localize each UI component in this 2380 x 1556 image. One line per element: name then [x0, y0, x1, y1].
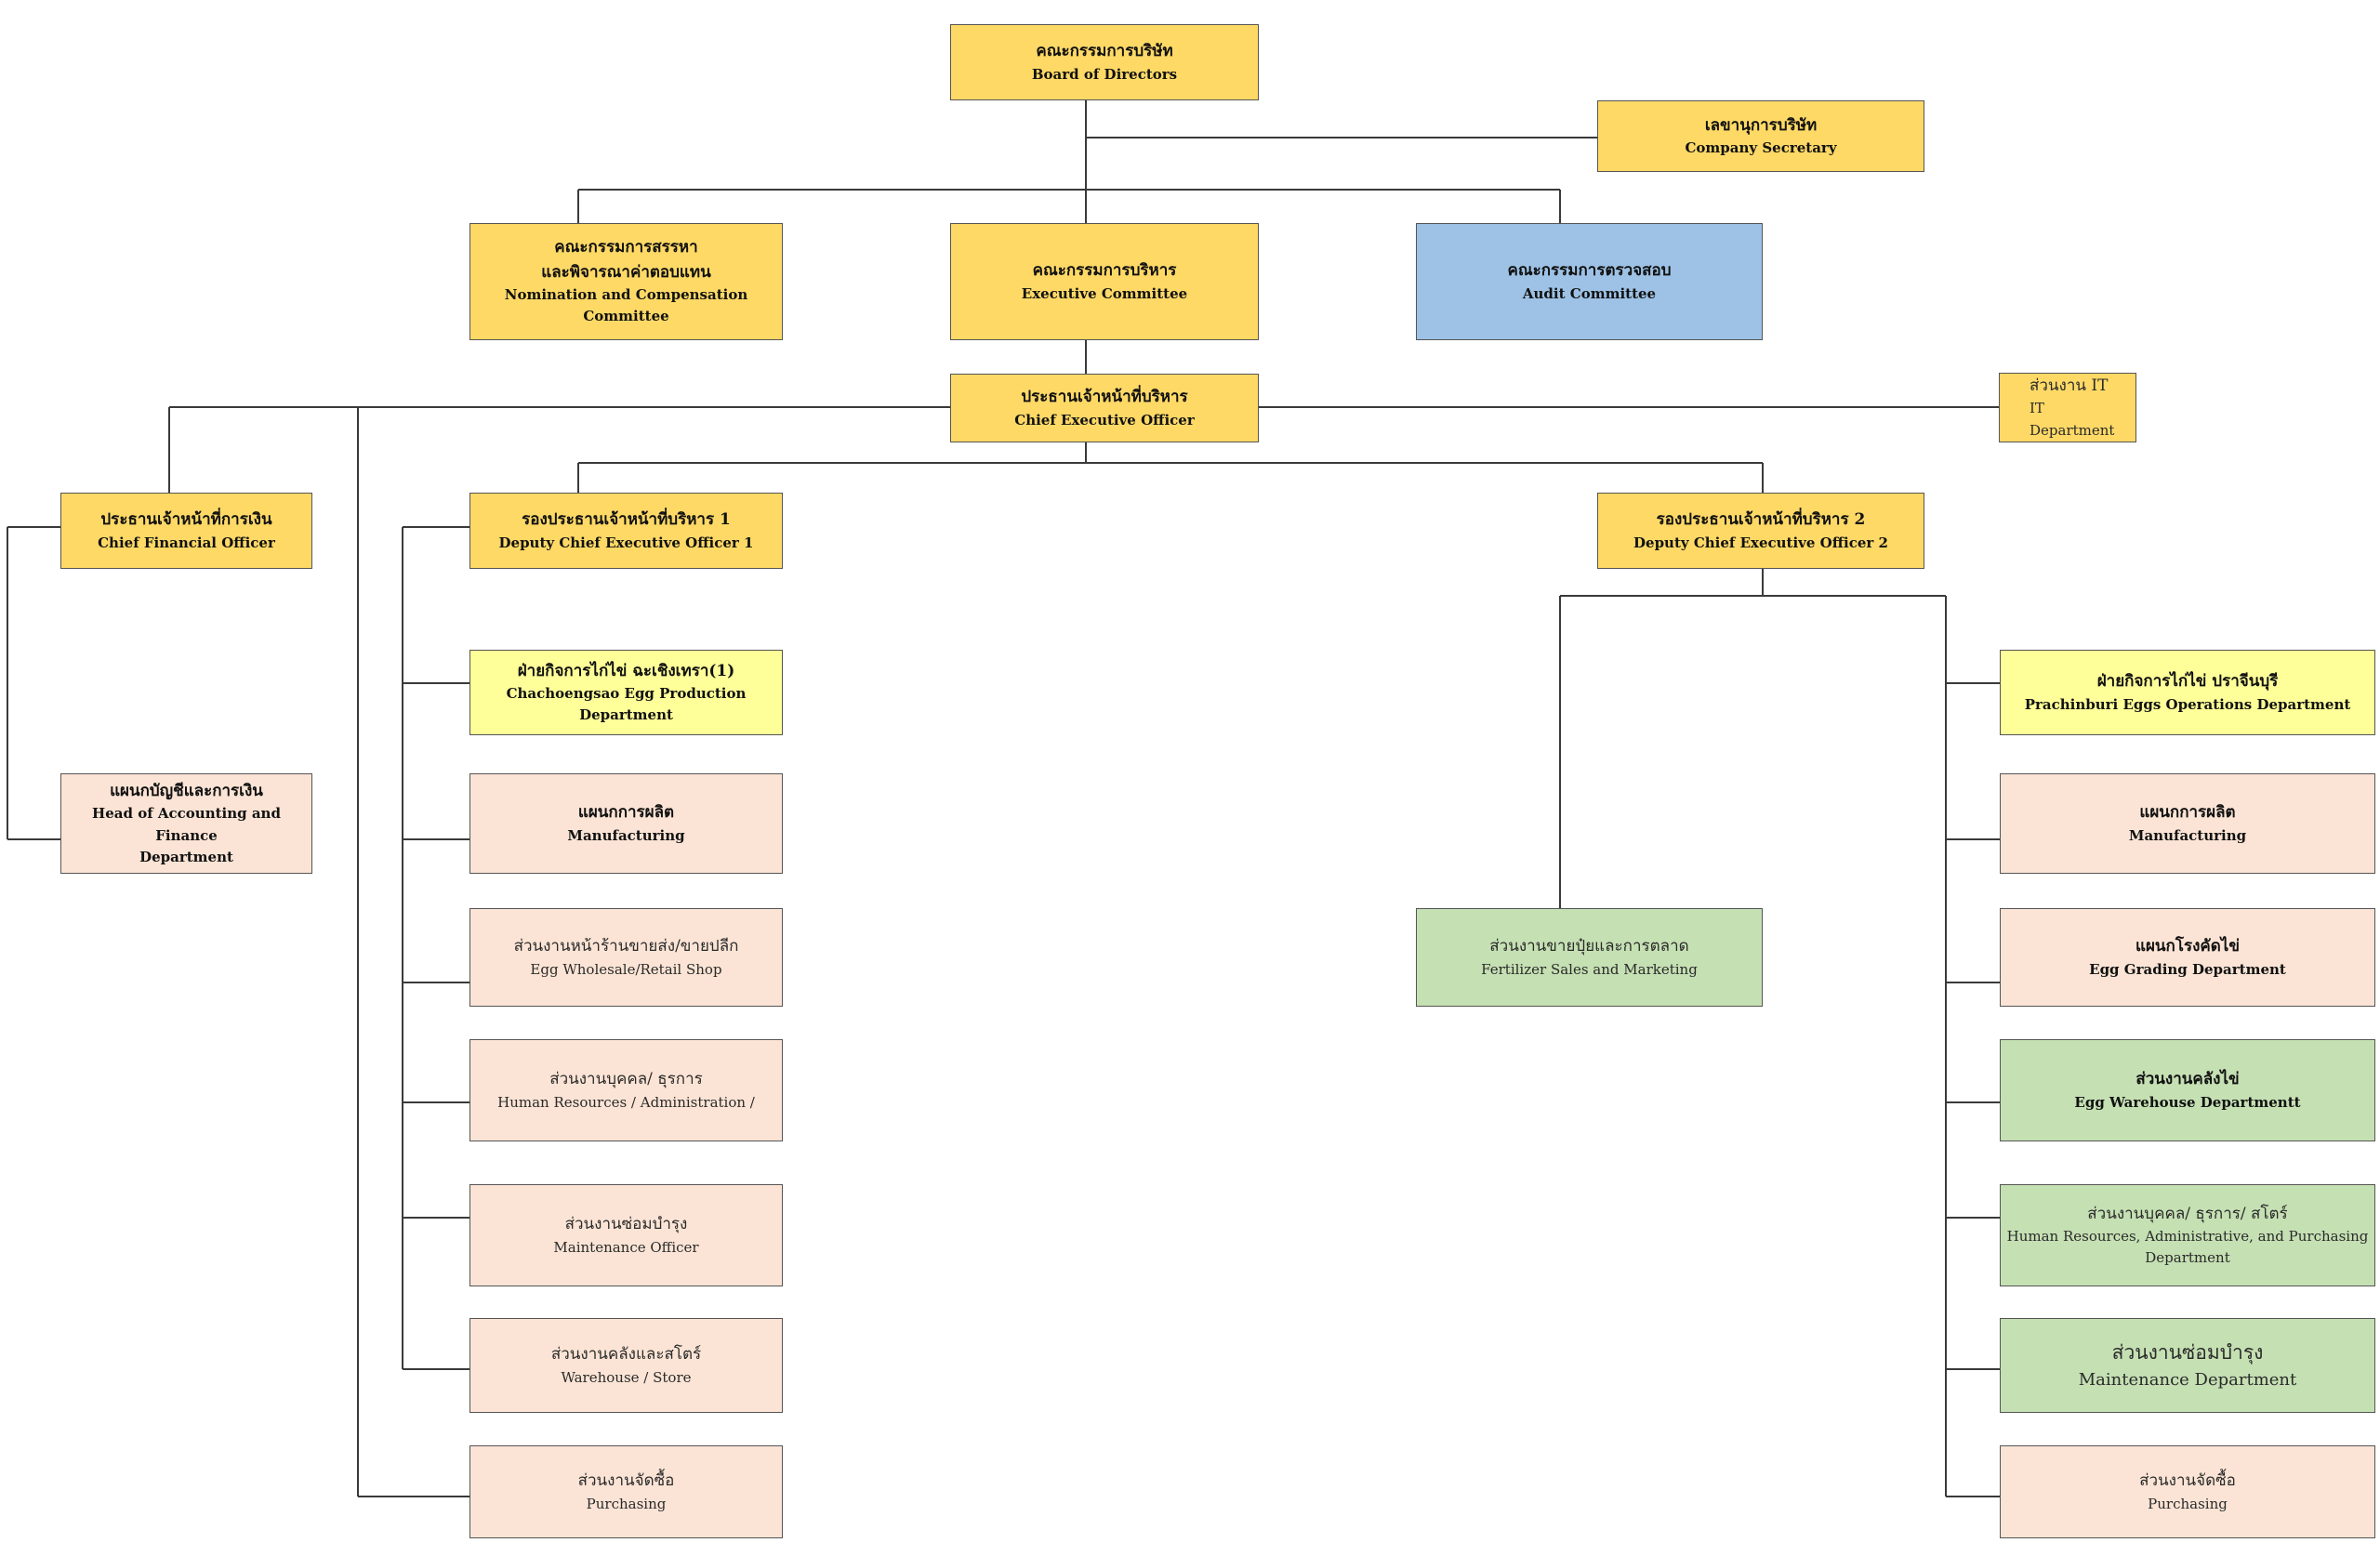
fertilizer-sales-box: ส่วนงานขายปุ๋ยและการตลาด Fertilizer Sale…	[1416, 908, 1763, 1007]
node-en-label: Purchasing	[2148, 1495, 2228, 1512]
egg-grading-box: แผนกโรงคัดไข่ Egg Grading Department	[2000, 908, 2375, 1007]
company-secretary-box: เลขานุการบริษัท Company Secretary	[1597, 100, 1924, 172]
deputy-ceo-1-box: รองประธานเจ้าหน้าที่บริหาร 1 Deputy Chie…	[469, 493, 783, 569]
node-en-label: Prachinburi Eggs Operations Department	[2024, 695, 2351, 713]
node-th-label: ส่วนงานซ่อมบำรุง	[564, 1215, 688, 1234]
cfo-box: ประธานเจ้าหน้าที่การเงิน Chief Financial…	[60, 493, 312, 569]
node-en-label: Manufacturing	[2128, 826, 2247, 844]
node-th-label: คณะกรรมการบริษัท	[1036, 42, 1173, 61]
board-of-directors-box: คณะกรรมการบริษัท Board of Directors	[950, 24, 1259, 100]
node-th-label: ประธานเจ้าหน้าที่การเงิน	[100, 510, 272, 530]
node-th-label: ส่วนงานจัดซื้อ	[2139, 1471, 2236, 1491]
node-en-label: Purchasing	[586, 1495, 667, 1512]
node-en-label: Deputy Chief Executive Officer 2	[1633, 534, 1888, 551]
node-th-label: ประธานเจ้าหน้าที่บริหาร	[1021, 388, 1188, 407]
node-en-label: Human Resources, Administrative, and Pur…	[2006, 1227, 2369, 1267]
node-th-label: ส่วนงานหน้าร้านขายส่ง/ขายปลีก	[513, 937, 739, 956]
ceo-box: ประธานเจ้าหน้าที่บริหาร Chief Executive …	[950, 374, 1259, 442]
node-th-label: รองประธานเจ้าหน้าที่บริหาร 1	[522, 510, 731, 530]
node-th-label: คณะกรรมการสรรหา และพิจารณาค่าตอบแทน	[541, 238, 711, 282]
node-en-label: Chief Executive Officer	[1014, 411, 1195, 429]
node-th-label: แผนกบัญชีและการเงิน	[110, 781, 263, 800]
node-en-label: Board of Directors	[1031, 65, 1178, 83]
it-department-box: ส่วนงาน IT IT Department	[1999, 373, 2136, 442]
node-en-label: Egg Grading Department	[2089, 960, 2286, 978]
node-en-label: Deputy Chief Executive Officer 1	[498, 534, 754, 551]
node-th-label: เลขานุการบริษัท	[1704, 115, 1818, 135]
executive-committee-box: คณะกรรมการบริหาร Executive Committee	[950, 223, 1259, 340]
node-en-label: Audit Committee	[1522, 284, 1657, 302]
node-en-label: Chief Financial Officer	[98, 534, 275, 551]
node-th-label: แผนกการผลิต	[2139, 803, 2236, 823]
hr-administration-1-box: ส่วนงานบุคคล/ ธุรการ Human Resources / A…	[469, 1039, 783, 1141]
node-en-label: Head of Accounting and Finance Departmen…	[92, 805, 281, 865]
node-th-label: ส่วนงานขายปุ๋ยและการตลาด	[1489, 937, 1689, 956]
deputy-ceo-2-box: รองประธานเจ้าหน้าที่บริหาร 2 Deputy Chie…	[1597, 493, 1924, 569]
node-th-label: ฝ่ายกิจการไก่ไข่ ปราจีนบุรี	[2096, 672, 2279, 692]
audit-committee-box: คณะกรรมการตรวจสอบ Audit Committee	[1416, 223, 1763, 340]
purchasing-2-box: ส่วนงานจัดซื้อ Purchasing	[2000, 1445, 2375, 1538]
manufacturing-1-box: แผนกการผลิต Manufacturing	[469, 773, 783, 874]
purchasing-1-box: ส่วนงานจัดซื้อ Purchasing	[469, 1445, 783, 1538]
node-en-label: Manufacturing	[567, 826, 685, 844]
node-th-label: คณะกรรมการบริหาร	[1032, 261, 1177, 281]
egg-warehouse-box: ส่วนงานคลังไข่ Egg Warehouse Departmentt	[2000, 1039, 2375, 1141]
node-th-label: แผนกการผลิต	[577, 803, 675, 823]
node-th-label: ส่วนงานคลังและสโตร์	[550, 1345, 702, 1365]
node-en-label: Maintenance Officer	[553, 1238, 699, 1256]
node-th-label: ส่วนงานคลังไข่	[2135, 1070, 2240, 1089]
node-th-label: แผนกโรงคัดไข่	[2135, 937, 2240, 956]
chachoengsao-egg-production-box: ฝ่ายกิจการไก่ไข่ ฉะเชิงเทรา(1) Chachoeng…	[469, 650, 783, 735]
node-th-label: ส่วนงานจัดซื้อ	[577, 1471, 675, 1491]
node-en-label: Maintenance Department	[2078, 1370, 2297, 1391]
node-en-label: Nomination and Compensation Committee	[504, 286, 748, 325]
node-en-label: Warehouse / Store	[561, 1368, 692, 1386]
node-th-label: ฝ่ายกิจการไก่ไข่ ฉะเชิงเทรา(1)	[517, 661, 735, 680]
node-en-label: Fertilizer Sales and Marketing	[1481, 960, 1698, 978]
node-th-label: ส่วนงาน IT	[2030, 376, 2109, 396]
node-en-label: Company Secretary	[1685, 139, 1837, 157]
retail-shop-box: ส่วนงานหน้าร้านขายส่ง/ขายปลีก Egg Wholes…	[469, 908, 783, 1007]
node-en-label: Egg Warehouse Departmentt	[2074, 1093, 2301, 1111]
manufacturing-2-box: แผนกการผลิต Manufacturing	[2000, 773, 2375, 874]
accounting-finance-box: แผนกบัญชีและการเงิน Head of Accounting a…	[60, 773, 312, 874]
node-th-label: ส่วนงานบุคคล/ ธุรการ	[549, 1070, 703, 1089]
node-th-label: ส่วนงานบุคคล/ ธุรการ/ สโตร์	[2087, 1204, 2288, 1223]
node-en-label: Human Resources / Administration /	[497, 1093, 755, 1111]
warehouse-store-box: ส่วนงานคลังและสโตร์ Warehouse / Store	[469, 1318, 783, 1413]
node-en-label: Executive Committee	[1021, 284, 1188, 302]
maintenance-officer-box: ส่วนงานซ่อมบำรุง Maintenance Officer	[469, 1184, 783, 1286]
node-th-label: รองประธานเจ้าหน้าที่บริหาร 2	[1656, 510, 1866, 530]
node-th-label: คณะกรรมการตรวจสอบ	[1507, 261, 1672, 281]
node-th-label: ส่วนงานซ่อมบำรุง	[2111, 1340, 2264, 1364]
node-en-label: Egg Wholesale/Retail Shop	[530, 960, 722, 978]
maintenance-department-box: ส่วนงานซ่อมบำรุง Maintenance Department	[2000, 1318, 2375, 1413]
node-en-label: IT Department	[2030, 400, 2115, 439]
nomination-committee-box: คณะกรรมการสรรหา และพิจารณาค่าตอบแทน Nomi…	[469, 223, 783, 340]
prachinburi-eggs-operations-box: ฝ่ายกิจการไก่ไข่ ปราจีนบุรี Prachinburi …	[2000, 650, 2375, 735]
hr-administrative-purchasing-box: ส่วนงานบุคคล/ ธุรการ/ สโตร์ Human Resour…	[2000, 1184, 2375, 1286]
node-en-label: Chachoengsao Egg Production Department	[506, 684, 747, 724]
